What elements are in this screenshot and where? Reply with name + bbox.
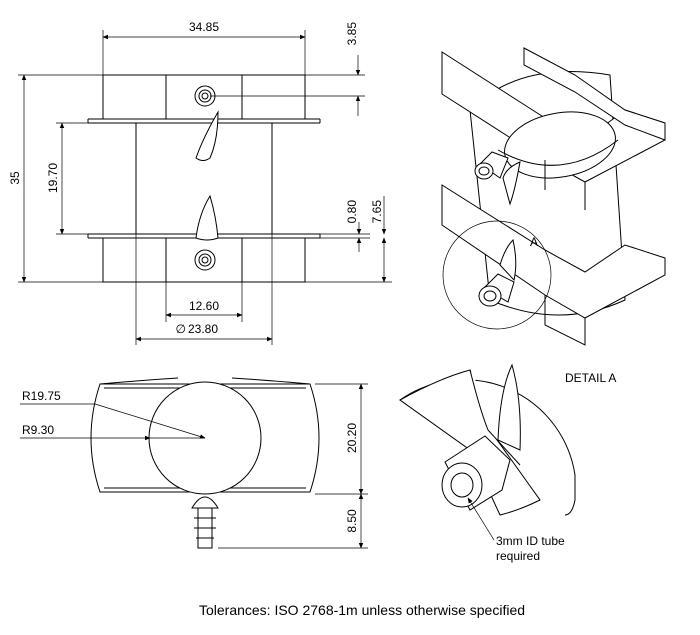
dim-diameter: 23.80 xyxy=(188,322,218,336)
dim-tube-length: 8.50 xyxy=(345,509,359,533)
dim-inner-width: 12.60 xyxy=(189,299,219,313)
detail-marker: A xyxy=(530,235,538,249)
dim-top-flange: 3.85 xyxy=(345,22,359,46)
detail-note-line2: required xyxy=(496,549,540,563)
lower-fin xyxy=(195,194,219,241)
dim-inner-radius: R9.30 xyxy=(22,423,54,437)
detail-a-view: DETAIL A 3mm ID tube required xyxy=(399,363,616,563)
detail-title: DETAIL A xyxy=(565,371,616,385)
top-view: R19.75 R9.30 20.20 8.50 xyxy=(20,377,368,549)
iso-lower-tube xyxy=(478,273,515,307)
dim-overall-width: 34.85 xyxy=(189,20,219,34)
front-view: 34.85 35 19.70 3.85 0.80 7.65 12.60 xyxy=(8,20,392,345)
detail-note-line1: 3mm ID tube xyxy=(496,534,565,548)
lower-tube-fitting xyxy=(194,249,216,271)
upper-fin xyxy=(195,110,219,161)
dim-overall-height: 35 xyxy=(8,171,22,185)
tolerances-note: Tolerances: ISO 2768-1m unless otherwise… xyxy=(199,602,525,618)
diameter-symbol: ∅ xyxy=(176,322,186,336)
dim-outer-radius: R19.75 xyxy=(22,389,61,403)
dim-top-width: 20.20 xyxy=(345,423,359,453)
dim-flange-thickness: 0.80 xyxy=(345,200,359,224)
upper-tube-fitting xyxy=(194,85,216,107)
dim-inner-height: 19.70 xyxy=(46,163,60,193)
isometric-view: A xyxy=(441,47,666,346)
detail-a-circle xyxy=(442,220,552,330)
detail-tube-end xyxy=(441,462,483,508)
iso-upper-tube xyxy=(474,151,509,180)
dim-lower-flange-height: 7.65 xyxy=(370,200,384,224)
